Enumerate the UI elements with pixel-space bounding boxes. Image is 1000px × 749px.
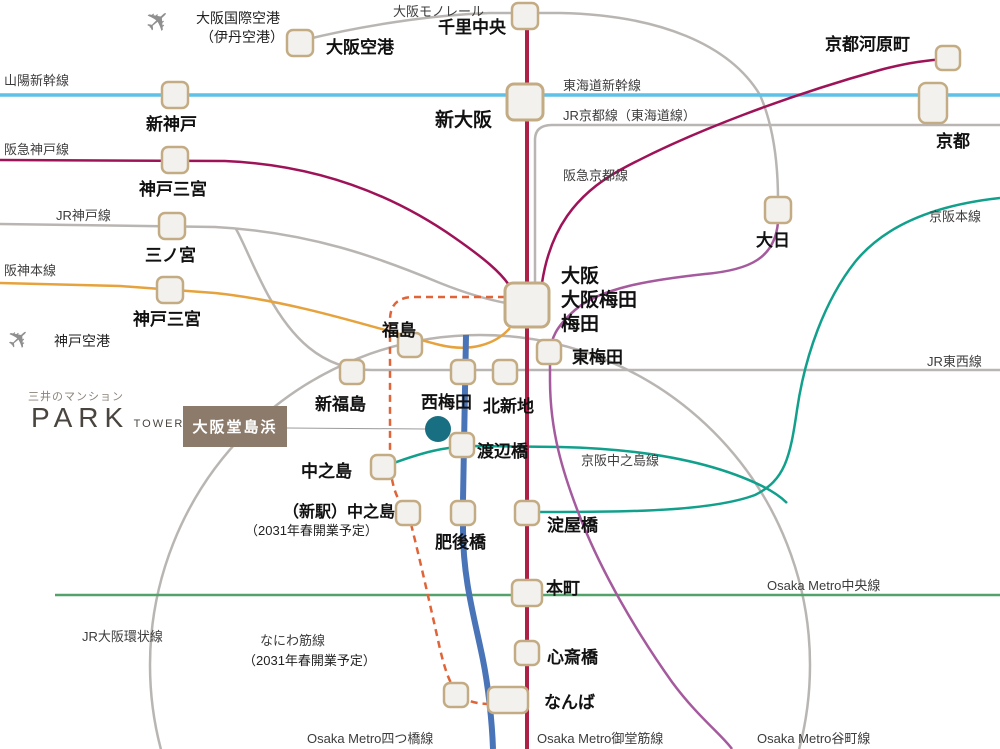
jr-tozai-line-label: JR東西線 — [927, 354, 982, 369]
station-marker-osaka-umeda — [503, 281, 551, 329]
naniwasuji-line-path — [388, 295, 505, 706]
keihan-nakanoshima-line-label: 京阪中之島線 — [581, 453, 660, 468]
station-marker-sannomiya — [157, 211, 187, 241]
hanshin-main-line-label: 阪神本線 — [4, 263, 57, 278]
property-connector-line — [286, 427, 426, 430]
brand-suffix-text: TOWER — [133, 418, 185, 430]
station-marker-kitashinchi — [491, 358, 519, 386]
hankyu-kyoto-line-path — [540, 57, 948, 284]
metro-midosuji-line-label: Osaka Metro御堂筋線 — [537, 731, 664, 746]
itami-airport-sub: （伊丹空港） — [200, 29, 284, 45]
station-label-nishi-umeda: 西梅田 — [421, 393, 472, 412]
station-label-hommachi: 本町 — [546, 579, 580, 598]
station-marker-higobashi — [449, 499, 477, 527]
sanyo-shinkansen-label: 山陽新幹線 — [4, 73, 70, 88]
station-label-kobe-sannomiya-hankyu: 神戸三宮 — [139, 180, 207, 199]
station-label-fukushima: 福島 — [382, 321, 416, 340]
station-label-higashi-umeda: 東梅田 — [572, 348, 623, 367]
station-label-osaka-airport: 大阪空港 — [326, 38, 394, 57]
metro-chuo-line-label: Osaka Metro中央線 — [767, 578, 881, 593]
monorail-line-label: 大阪モノレール — [393, 4, 485, 19]
metro-yotsubashi-line-path — [460, 334, 496, 749]
station-marker-watanabebashi — [448, 431, 476, 459]
station-marker-higashi-umeda — [535, 338, 563, 366]
station-label-kyoto: 京都 — [936, 132, 970, 151]
station-label-dainichi: 大日 — [756, 231, 790, 250]
station-marker-nakanoshima-new — [394, 499, 422, 527]
metro-tanimachi-line-label: Osaka Metro谷町線 — [757, 731, 871, 746]
keihan-nakanoshima-line-path — [382, 444, 788, 504]
kobe-airport-name: 神戸空港 — [54, 333, 110, 349]
station-label-osaka: 大阪 — [561, 266, 600, 287]
station-label-senri-chuo: 千里中央 — [438, 18, 506, 37]
station-marker-dainichi — [763, 195, 793, 225]
station-marker-shin-kobe — [160, 80, 190, 110]
brand-name-text: PARK — [31, 402, 130, 433]
station-marker-nakanoshima — [369, 453, 397, 481]
station-marker-senri-chuo — [510, 1, 540, 31]
station-label-kyoto-kawaramachi: 京都河原町 — [825, 35, 910, 54]
station-label-shin-kobe: 新神戸 — [146, 115, 197, 134]
station-label-shinsaibashi: 心斎橋 — [547, 648, 598, 667]
keihan-main-line-path — [532, 196, 1000, 514]
jr-kobe-line-label: JR神戸線 — [56, 208, 111, 223]
station-marker-osaka-airport — [285, 28, 315, 58]
station-marker-fukushima — [396, 331, 424, 359]
station-label-umeda: 梅田 — [561, 314, 600, 335]
jr-kobe-line-path — [0, 222, 507, 305]
station-marker-namba — [486, 685, 530, 715]
metro-yotsubashi-line-label: Osaka Metro四つ橋線 — [307, 731, 434, 746]
jr-kyoto-line-label: JR京都線（東海道線） — [563, 108, 696, 123]
station-label-nakanoshima: 中之島 — [301, 462, 352, 481]
station-marker-nishi-umeda — [449, 358, 477, 386]
jr-loop-line-path — [148, 333, 812, 749]
station-label-namba: なんば — [544, 693, 595, 712]
brand-category-label: 三井のマンション — [28, 391, 124, 403]
station-label-nakanoshima-new: （新駅）中之島 — [283, 504, 396, 521]
hankyu-kyoto-line-label: 阪急京都線 — [563, 168, 629, 183]
metro-tanimachi-line-path — [548, 221, 780, 749]
station-marker-yodoyabashi — [513, 499, 541, 527]
station-label-watanabebashi: 渡辺橋 — [477, 442, 528, 461]
itami-airport-name: 大阪国際空港 — [196, 10, 280, 26]
hankyu-kobe-line-path — [0, 158, 511, 286]
brand-logo: PARK TOWER — [31, 402, 184, 434]
property-name-text: 大阪堂島浜 — [192, 419, 278, 436]
property-name-box: 大阪堂島浜 — [183, 406, 287, 447]
jr-loop-line-label: JR大阪環状線 — [82, 629, 163, 644]
station-marker-shin-fukushima — [338, 358, 366, 386]
station-marker-kobe-sannomiya-hanshin — [155, 275, 185, 305]
tokaido-shinkansen-label: 東海道新幹線 — [563, 78, 642, 93]
station-marker-naniwasuji-south — [442, 681, 470, 709]
station-label-nakanoshima-new-note: （2031年春開業予定） — [245, 523, 378, 538]
keihan-main-line-label: 京阪本線 — [929, 209, 982, 224]
monorail-line-path — [303, 11, 780, 201]
station-label-kobe-sannomiya-hanshin: 神戸三宮 — [133, 310, 201, 329]
station-marker-kyoto-kawaramachi — [934, 44, 962, 72]
station-label-sannomiya: 三ノ宮 — [145, 246, 196, 265]
station-label-higobashi: 肥後橋 — [435, 533, 486, 552]
station-label-shin-fukushima: 新福島 — [315, 395, 366, 414]
hanshin-main-line-path — [0, 281, 511, 349]
station-marker-shin-osaka — [505, 82, 545, 122]
property-location-marker — [425, 416, 451, 442]
hankyu-kobe-line-label: 阪急神戸線 — [4, 142, 70, 157]
naniwasuji-line-note: （2031年春開業予定） — [243, 653, 376, 668]
station-marker-kobe-sannomiya-hankyu — [160, 145, 190, 175]
station-label-kitashinchi: 北新地 — [483, 397, 534, 416]
station-marker-hommachi — [510, 578, 544, 608]
station-marker-shinsaibashi — [513, 639, 541, 667]
station-label-yodoyabashi: 淀屋橋 — [547, 516, 598, 535]
station-label-shin-osaka: 新大阪 — [435, 110, 493, 131]
jr-kyoto-line-path — [533, 123, 1000, 288]
station-marker-kyoto — [917, 81, 949, 125]
naniwasuji-line-label: なにわ筋線 — [260, 633, 326, 648]
station-label-osaka-umeda: 大阪梅田 — [561, 290, 638, 311]
